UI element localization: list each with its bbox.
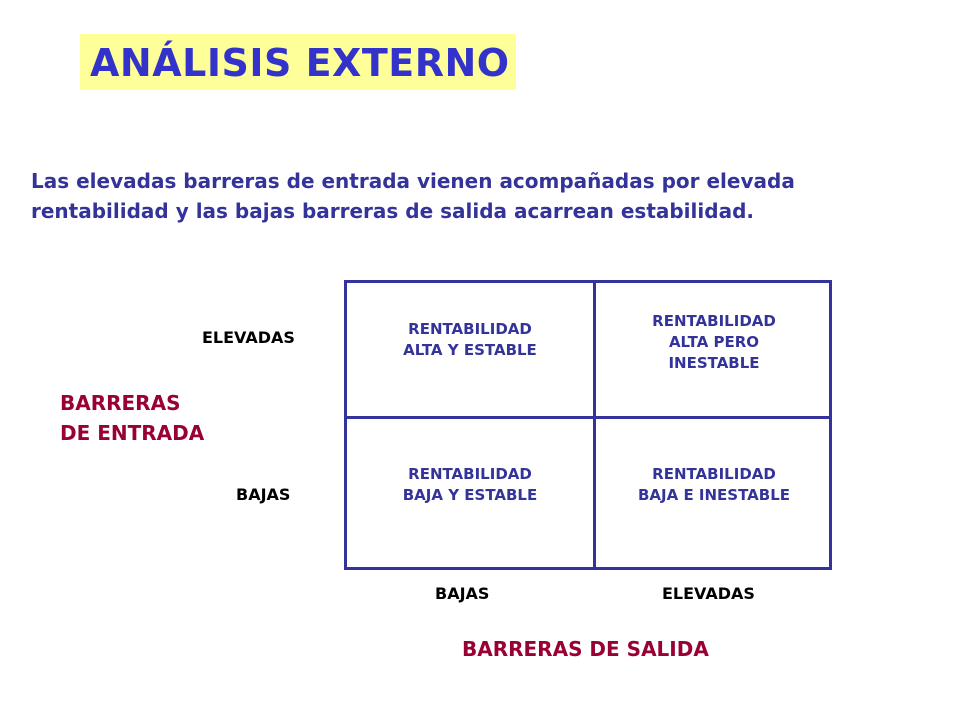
title-highlight-box	[80, 34, 516, 90]
col-label-bajas: BAJAS	[435, 584, 490, 603]
x-axis-title: BARRERAS DE SALIDA	[462, 634, 709, 664]
y-axis-title-line-1: BARRERAS	[60, 391, 181, 415]
matrix-vertical-divider	[593, 283, 596, 567]
intro-line-2: rentabilidad y las bajas barreras de sal…	[31, 199, 754, 223]
matrix-horizontal-divider	[347, 416, 829, 419]
row-label-elevadas: ELEVADAS	[202, 328, 295, 347]
y-axis-title: BARRERAS DE ENTRADA	[60, 388, 204, 448]
cell-top-left: RENTABILIDAD ALTA Y ESTABLE	[403, 320, 537, 359]
cell-bottom-left: RENTABILIDAD BAJA Y ESTABLE	[402, 465, 538, 504]
row-label-bajas: BAJAS	[236, 485, 291, 504]
matrix-grid: RENTABILIDAD ALTA Y ESTABLE RENTABILIDAD…	[344, 280, 832, 570]
x-axis-title-text: BARRERAS DE SALIDA	[462, 637, 709, 661]
page-title: ANÁLISIS EXTERNO	[90, 41, 510, 85]
col-label-elevadas: ELEVADAS	[662, 584, 755, 603]
cell-bottom-right: RENTABILIDAD BAJA E INESTABLE	[637, 465, 791, 504]
y-axis-title-line-2: DE ENTRADA	[60, 421, 205, 445]
intro-line-1: Las elevadas barreras de entrada vienen …	[31, 169, 795, 193]
cell-top-right: RENTABILIDAD ALTA PERO INESTABLE	[652, 312, 776, 372]
intro-paragraph: Las elevadas barreras de entrada vienen …	[31, 166, 951, 226]
